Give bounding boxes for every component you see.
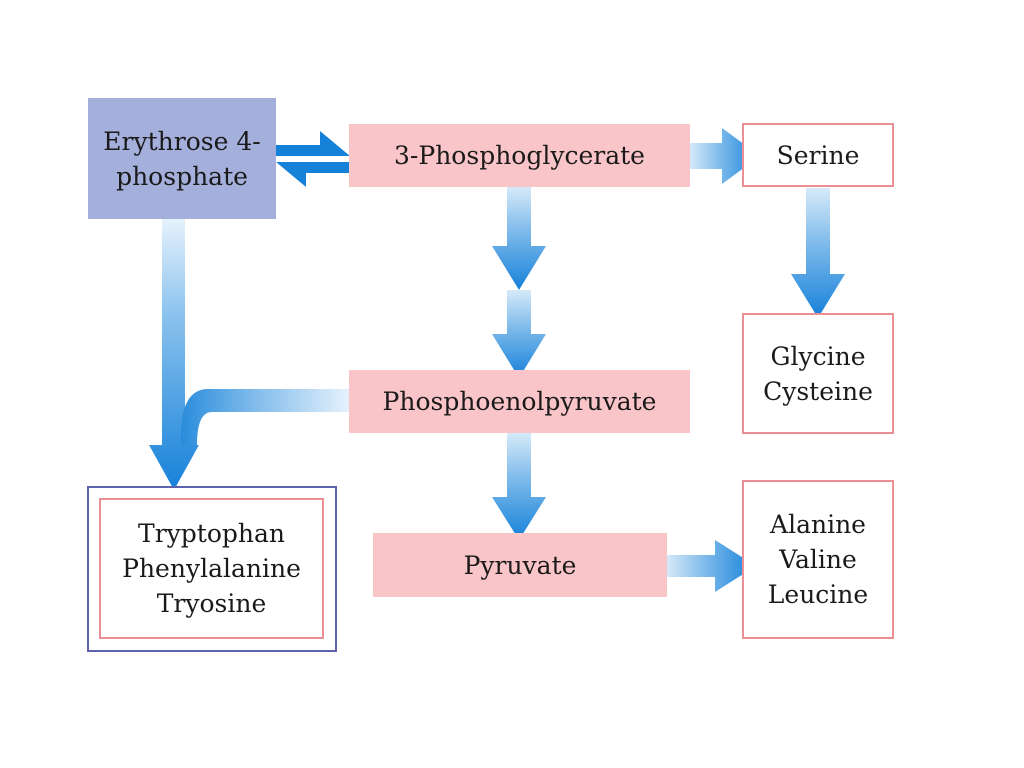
node-3-phosphoglycerate: 3-Phosphoglycerate xyxy=(349,124,690,187)
arrow-serine-to-glycine-cysteine xyxy=(791,188,845,318)
arrow-phosphoglycerate-to-erythrose xyxy=(276,162,350,187)
node-erythrose-4-phosphate-label: Erythrose 4- phosphate xyxy=(103,126,261,191)
node-pyruvate: Pyruvate xyxy=(373,533,667,597)
arrow-erythrose-to-phosphoglycerate xyxy=(276,131,350,156)
arrow-phosphoenolpyruvate-to-pyruvate xyxy=(492,433,546,540)
arrow-pyruvate-to-alanine-valine-leucine xyxy=(667,540,756,592)
arrow-segment-lower xyxy=(492,290,546,378)
arrow-phosphoglycerate-to-phosphoenolpyruvate xyxy=(492,187,546,378)
node-pyruvate-label: Pyruvate xyxy=(463,550,577,580)
node-aromatic-amino-acids-label: Tryptophan Phenylalanine Tryosine xyxy=(122,519,301,618)
node-serine: Serine xyxy=(742,123,894,187)
arrow-erythrose-to-aromatic xyxy=(149,219,199,490)
node-serine-label: Serine xyxy=(776,140,860,170)
node-glycine-cysteine: Glycine Cysteine xyxy=(742,313,894,434)
node-erythrose-4-phosphate: Erythrose 4- phosphate xyxy=(88,98,276,219)
node-glycine-cysteine-label: Glycine Cysteine xyxy=(763,341,873,406)
node-3-phosphoglycerate-label: 3-Phosphoglycerate xyxy=(394,141,645,170)
node-aromatic-amino-acids-inner: Tryptophan Phenylalanine Tryosine xyxy=(99,498,324,639)
node-phosphoenolpyruvate: Phosphoenolpyruvate xyxy=(349,370,690,433)
node-alanine-valine-leucine-label: Alanine Valine Leucine xyxy=(767,510,869,609)
arrow-phosphoglycerate-to-serine xyxy=(690,128,760,184)
node-alanine-valine-leucine: Alanine Valine Leucine xyxy=(742,480,894,639)
arrow-segment-upper xyxy=(492,187,546,290)
reversible-arrow-erythrose-phosphoglycerate xyxy=(276,131,350,187)
node-aromatic-amino-acids: Tryptophan Phenylalanine Tryosine xyxy=(87,486,337,652)
arrow-phosphoenolpyruvate-to-aromatic xyxy=(181,389,350,445)
node-phosphoenolpyruvate-label: Phosphoenolpyruvate xyxy=(382,387,657,416)
